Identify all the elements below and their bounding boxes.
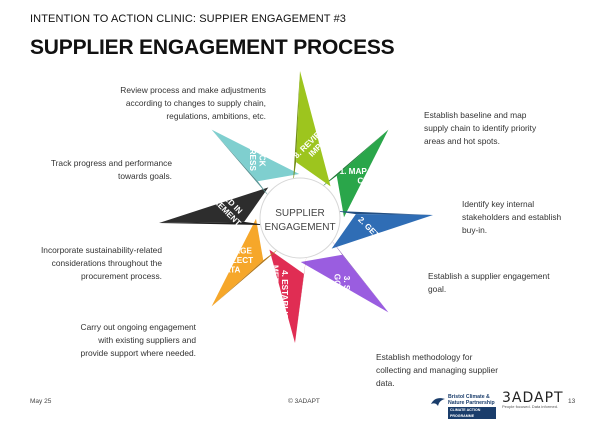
step-3-blade: 3. SETGOALS xyxy=(300,236,389,313)
slide-title: SUPPLIER ENGAGEMENT PROCESS xyxy=(30,36,395,59)
step-7-label-line2: PROGRESS xyxy=(248,125,257,172)
step-1-label-line2: CHAIN xyxy=(357,177,383,186)
center-hub xyxy=(259,177,341,259)
step-4-blade: 4. ESTABLISHMETHODOLOGY xyxy=(269,249,308,343)
step-6-blade-fold xyxy=(159,221,267,226)
brand-logo: 3ADAPT People focused. Data informed. xyxy=(502,390,564,409)
step-7-label-line1: 7. TRACK xyxy=(258,129,267,167)
footer-copyright: © 3ADAPT xyxy=(288,398,320,405)
partner-bird-icon xyxy=(431,398,445,406)
step-3-label-line2: GOALS xyxy=(332,274,341,304)
step-7-blade-fold xyxy=(211,129,272,200)
step-1-blade-face xyxy=(336,129,389,218)
partner-programme-tag: CLIMATE ACTION PROGRAMME xyxy=(448,407,496,419)
step-5-blade-face xyxy=(211,218,264,307)
step-6-blade: 6. EMBED INPROCUREMENT xyxy=(159,175,269,228)
step-4-label: 4. ESTABLISHMETHODOLOGY xyxy=(270,265,289,331)
step-7-label: 7. TRACKPROGRESS xyxy=(248,125,267,172)
partner-name-line2: Nature Partnership xyxy=(448,400,495,406)
step-5-label-line1: 5. ENGAGE xyxy=(207,247,252,256)
step-4-blade-face xyxy=(269,249,304,343)
step-2-blade-fold xyxy=(333,210,433,215)
center-label-line1: SUPPLIER xyxy=(275,208,324,219)
step-8-blade-face xyxy=(296,71,331,187)
step-8-blade-fold xyxy=(292,71,300,185)
step-3-label-line1: 3. SET xyxy=(342,276,351,301)
center-label-line2: ENGAGEMENT xyxy=(264,222,335,233)
step-2-blade-face xyxy=(331,214,433,249)
step-1-blade-fold xyxy=(318,129,389,190)
footer-date: May 25 xyxy=(30,398,52,405)
partner-name-line1: Bristol Climate & xyxy=(448,394,490,400)
step-3-blade-face xyxy=(300,254,389,313)
step-3-label: 3. SETGOALS xyxy=(332,274,351,304)
step-4-label-line1: 4. ESTABLISH xyxy=(280,270,289,325)
step-5-label-line3: DATA xyxy=(219,266,241,275)
step-4-label-line2: METHODOLOGY xyxy=(270,265,279,331)
step-4-blade-fold xyxy=(295,251,308,343)
step-5-blade-fold xyxy=(211,246,282,307)
brand-tagline: People focused. Data informed. xyxy=(502,404,559,409)
step-5-label-line2: & COLLECT xyxy=(206,256,253,265)
step-1-label-line1: 1. MAP SUPPLY xyxy=(340,167,402,176)
partner-logo: Bristol Climate & Nature Partnership CLI… xyxy=(430,394,496,419)
brand-name: 3ADAPT xyxy=(502,390,564,406)
slide-kicker: INTENTION TO ACTION CLINIC: SUPPIER ENGA… xyxy=(30,13,347,25)
step-7-blade: 7. TRACKPROGRESS xyxy=(211,125,300,200)
step-7-blade-face xyxy=(211,129,300,182)
step-6-blade-face xyxy=(159,187,269,223)
step-2-blade: 2. GET BUY-IN xyxy=(331,210,433,261)
step-3-blade-fold xyxy=(328,236,389,313)
footer-page-number: 13 xyxy=(568,398,576,405)
